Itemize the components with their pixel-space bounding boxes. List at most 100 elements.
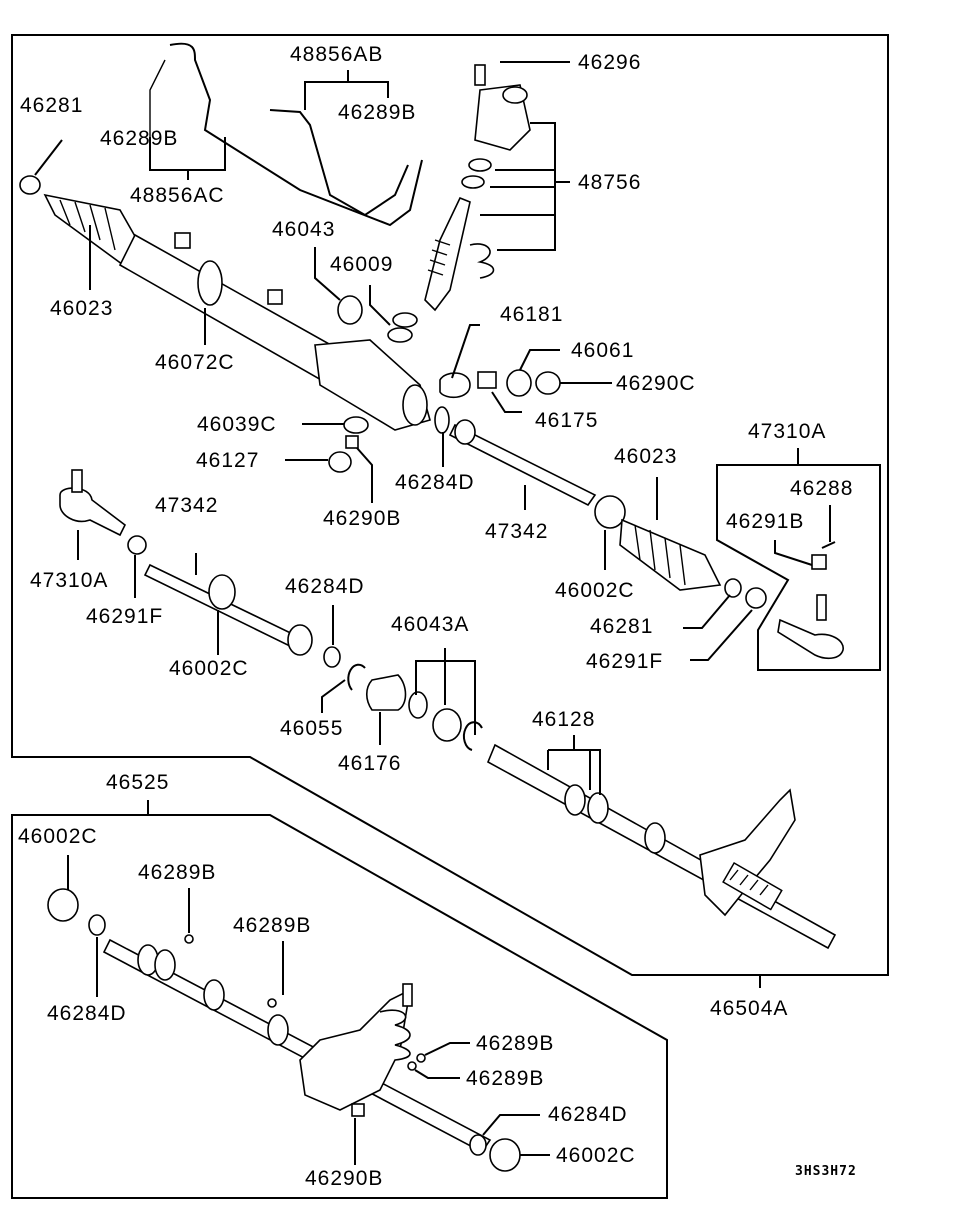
label-46290c[interactable]: 46290C	[616, 372, 696, 395]
o-ring-46289b-box1	[184, 934, 194, 944]
label-47310a-box[interactable]: 47310A	[748, 420, 827, 443]
nut-46290b	[345, 435, 359, 449]
spring-48756	[469, 243, 495, 279]
castle-nut-46291b	[811, 554, 827, 570]
label-46290b-box[interactable]: 46290B	[305, 1167, 384, 1190]
spring-46175	[477, 371, 497, 389]
washer-46284d-box-right	[469, 1134, 487, 1156]
yoke-46181	[439, 372, 471, 399]
boot-46023-right	[619, 518, 722, 591]
washer-46284d-left	[323, 646, 341, 668]
snap-ring-46055	[347, 663, 366, 691]
nut-46291f-right	[745, 587, 767, 609]
tie-rod-end-set-boundary	[716, 464, 881, 671]
label-46002c-right[interactable]: 46002C	[555, 579, 635, 602]
clamp-46002c-right	[594, 495, 626, 529]
label-46290b-mid[interactable]: 46290B	[323, 507, 402, 530]
label-46525[interactable]: 46525	[106, 771, 170, 794]
label-46072c[interactable]: 46072C	[155, 351, 235, 374]
bracket-46043a	[415, 648, 476, 735]
label-46281-right[interactable]: 46281	[590, 615, 654, 638]
cotter-pin-46288	[821, 541, 836, 549]
label-47342-right[interactable]: 47342	[485, 520, 549, 543]
nut-46290c	[535, 371, 561, 395]
seal-46039c	[343, 416, 369, 434]
ring-46043a-1	[408, 691, 428, 719]
label-46128[interactable]: 46128	[532, 708, 596, 731]
label-46061[interactable]: 46061	[571, 339, 635, 362]
label-46284d-box-right[interactable]: 46284D	[548, 1103, 628, 1126]
bolt-46296	[474, 64, 486, 86]
label-48856ab[interactable]: 48856AB	[290, 43, 384, 66]
plug-46127	[328, 451, 352, 473]
clamp-46281-left	[19, 175, 41, 195]
main-assembly-boundary	[11, 34, 889, 976]
label-46289b-ab[interactable]: 46289B	[338, 101, 417, 124]
clamp-46281-right	[724, 578, 742, 598]
seal-46043a-2	[432, 708, 462, 742]
label-47310a-left[interactable]: 47310A	[30, 569, 109, 592]
spring-housing-set	[379, 1009, 411, 1061]
seal-46009	[392, 312, 418, 328]
leader-46281-top	[34, 139, 63, 176]
clamp-46002c-box-right	[489, 1138, 521, 1172]
label-46289b-ac[interactable]: 46289B	[100, 127, 179, 150]
label-46009[interactable]: 46009	[330, 253, 394, 276]
snap-ring-46043a-3	[462, 721, 483, 751]
label-46002c-box-right[interactable]: 46002C	[556, 1144, 636, 1167]
nut-46291f-left	[127, 535, 147, 555]
pressure-tube-48856ac	[169, 42, 423, 227]
bracket-48756	[480, 122, 570, 251]
bearing-46043	[337, 295, 363, 325]
label-46289b-box4[interactable]: 46289B	[466, 1067, 545, 1090]
label-46284d-left[interactable]: 46284D	[285, 575, 365, 598]
label-46504a[interactable]: 46504A	[710, 997, 789, 1020]
o-ring-46289b-box2	[267, 998, 277, 1008]
label-46002c-mid[interactable]: 46002C	[169, 657, 249, 680]
label-47342-left[interactable]: 47342	[155, 494, 219, 517]
label-46023-right[interactable]: 46023	[614, 445, 678, 468]
label-46289b-box3[interactable]: 46289B	[476, 1032, 555, 1055]
pinion-shaft	[424, 196, 471, 312]
label-46181[interactable]: 46181	[500, 303, 564, 326]
label-46281-top[interactable]: 46281	[20, 94, 84, 117]
label-46289b-box2[interactable]: 46289B	[233, 914, 312, 937]
label-46288[interactable]: 46288	[790, 477, 854, 500]
label-46289b-box1[interactable]: 46289B	[138, 861, 217, 884]
label-48756[interactable]: 48756	[578, 171, 642, 194]
label-46296[interactable]: 46296	[578, 51, 642, 74]
gear-body-main	[699, 788, 796, 917]
bushing-46176	[365, 674, 407, 711]
label-46127[interactable]: 46127	[196, 449, 260, 472]
label-46176[interactable]: 46176	[338, 752, 402, 775]
label-46043[interactable]: 46043	[272, 218, 336, 241]
figure-code: 3HS3H72	[795, 1164, 857, 1179]
label-46039c[interactable]: 46039C	[197, 413, 277, 436]
label-46291f-right[interactable]: 46291F	[586, 650, 664, 673]
clamp-46002c-left	[208, 574, 236, 610]
label-46002c-box-top[interactable]: 46002C	[18, 825, 98, 848]
label-46043a[interactable]: 46043A	[391, 613, 470, 636]
label-46175[interactable]: 46175	[535, 409, 599, 432]
label-46284d-mid[interactable]: 46284D	[395, 471, 475, 494]
tie-rod-end-left	[59, 487, 127, 537]
pressure-tube-48856ab	[269, 109, 409, 217]
label-46055[interactable]: 46055	[280, 717, 344, 740]
label-48856ac[interactable]: 48856AC	[130, 184, 225, 207]
label-46284d-box-left[interactable]: 46284D	[47, 1002, 127, 1025]
seal-ring-2	[461, 175, 485, 189]
inner-tie-rod-right	[448, 423, 597, 507]
cap-46061	[506, 369, 532, 397]
label-46291b[interactable]: 46291B	[726, 510, 805, 533]
label-46023-left[interactable]: 46023	[50, 297, 114, 320]
ball-stud	[816, 594, 827, 621]
tie-rod-end-right	[777, 618, 844, 660]
o-ring-46289b-box3	[416, 1053, 426, 1063]
housing-set-boundary	[11, 814, 668, 1199]
grommet-left	[174, 232, 191, 249]
washer-46284d-box-left	[88, 914, 106, 936]
washer-46284d-mid	[434, 406, 450, 434]
label-46291f-left[interactable]: 46291F	[86, 605, 164, 628]
seal-ring-1	[468, 158, 492, 172]
